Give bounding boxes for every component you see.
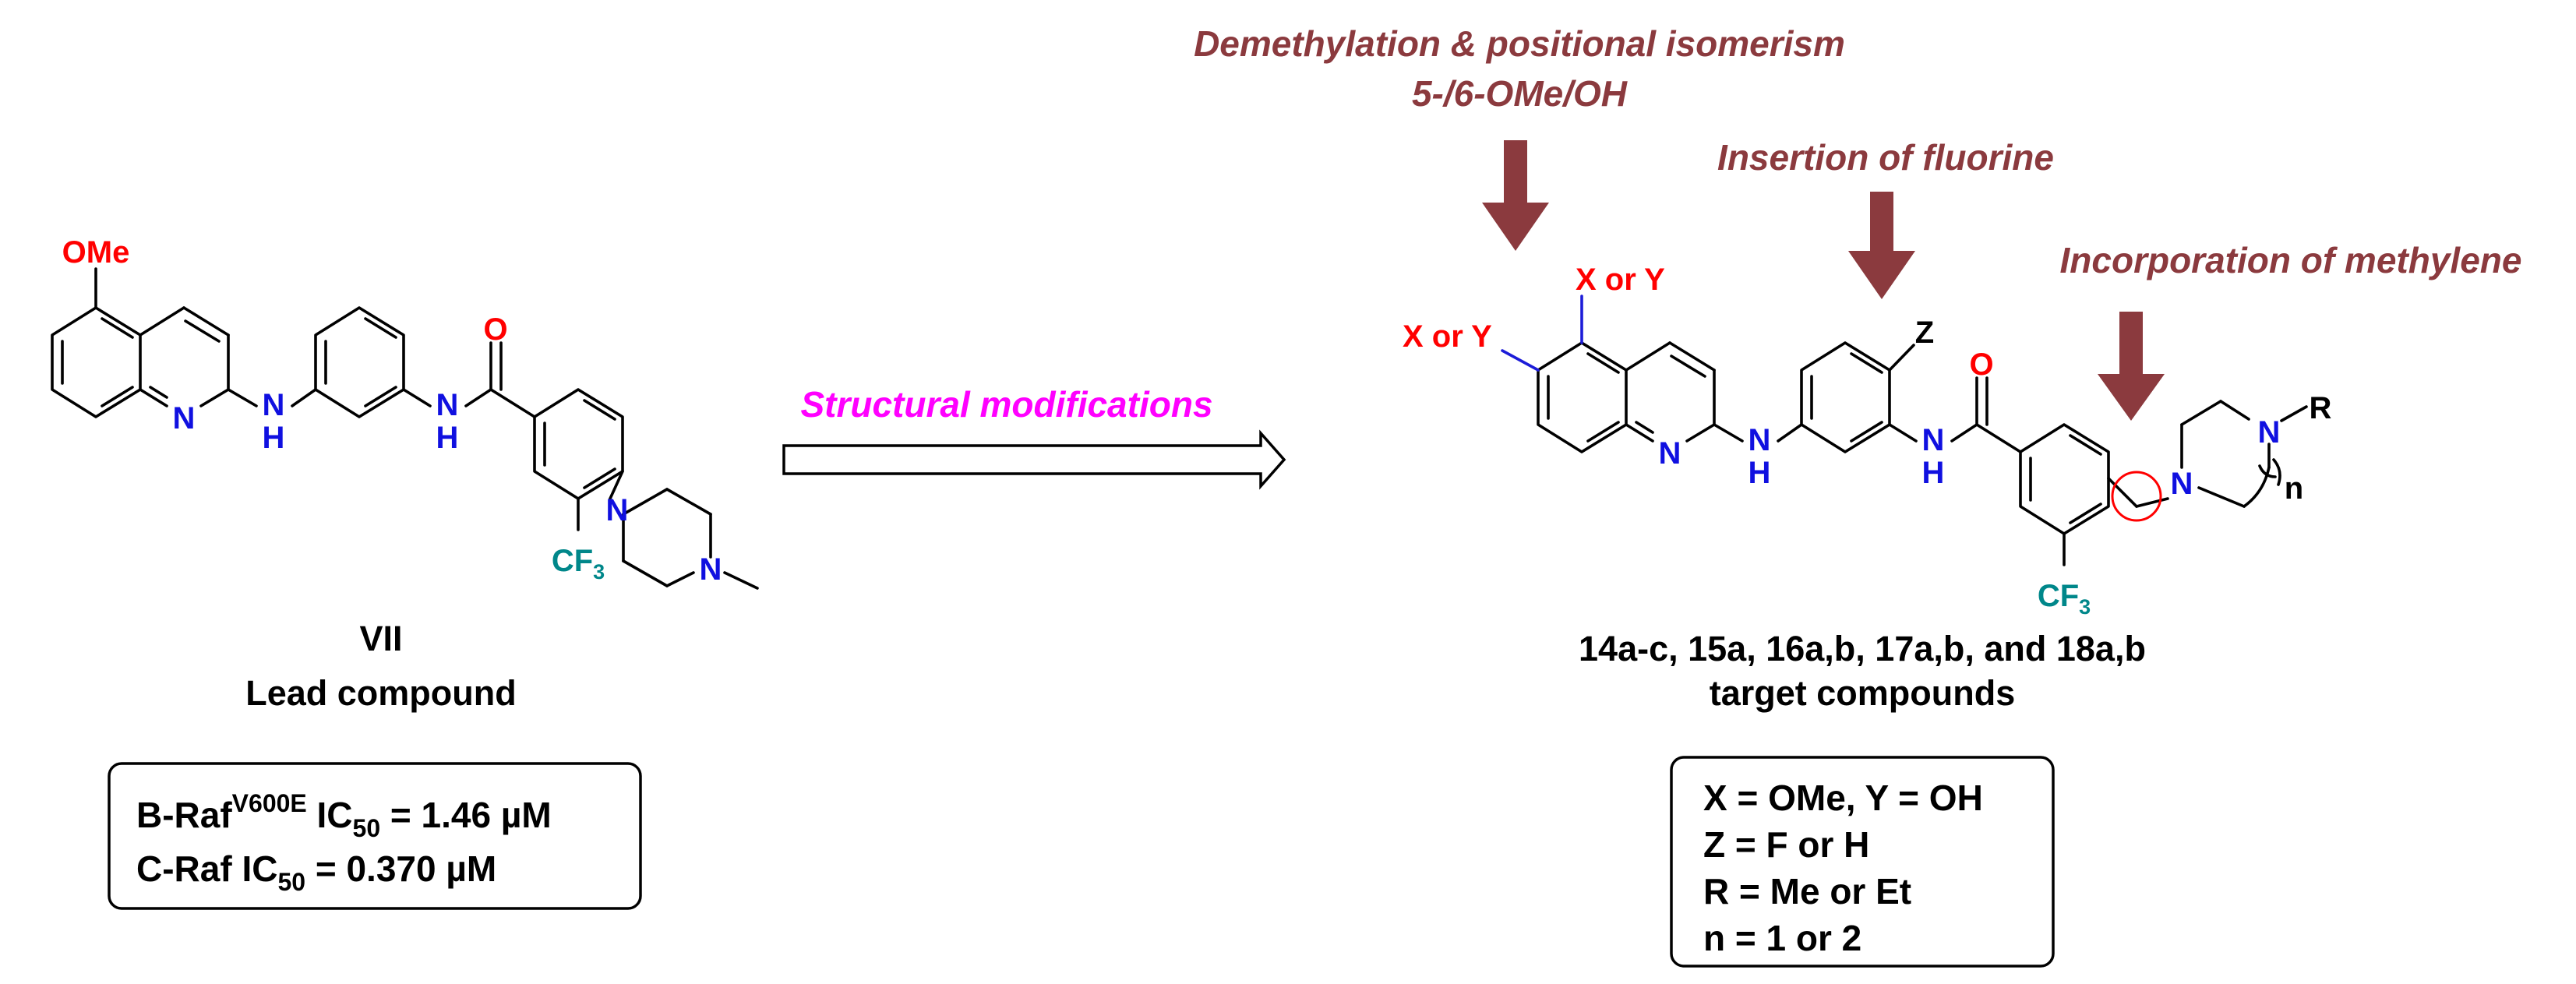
arrow-demethylation — [1482, 140, 1549, 251]
lead-activity-braf: B-RafV600E IC50 = 1.46 µM — [136, 789, 552, 842]
target-amine-n: N — [1749, 423, 1771, 457]
target-amide-h: H — [1922, 456, 1945, 490]
lead-cf3-label: CF3 — [552, 544, 605, 584]
target-definitions-box — [1670, 756, 2055, 968]
arrow-methylene — [2098, 312, 2165, 421]
definition-r: R = Me or Et — [1703, 871, 1911, 912]
annot-fluorine: Insertion of fluorine — [1717, 137, 2054, 178]
transform-arrow — [782, 429, 1286, 490]
target-piperazine-n1: N — [2171, 467, 2193, 501]
annot-positions: 5-/6-OMe/OH — [1412, 73, 1628, 114]
transform-label: Structural modifications — [800, 384, 1212, 425]
target-sub-5: X or Y — [1576, 263, 1665, 297]
target-sub-z: Z — [1915, 316, 1934, 350]
lead-carbonyl-o: O — [483, 312, 507, 347]
lead-amine-h: H — [263, 421, 285, 455]
arrow-fluorine — [1848, 192, 1915, 299]
target-sub-r: R — [2310, 391, 2332, 425]
target-carbonyl-o: O — [1969, 347, 1993, 382]
lead-id-label: VII — [359, 619, 402, 658]
definition-x-y: X = OMe, Y = OH — [1703, 778, 1983, 818]
lead-piperazine-n1: N — [606, 493, 629, 527]
target-quinoline-n: N — [1659, 436, 1681, 471]
lead-amine-n: N — [263, 388, 285, 422]
definition-n: n = 1 or 2 — [1703, 918, 1861, 958]
lead-structure — [51, 267, 759, 590]
annot-demethylation: Demethylation & positional isomerism — [1194, 23, 1845, 64]
lead-atom-labels: OMe N N H N H O CF3 N N — [62, 235, 722, 587]
target-sub-6: X or Y — [1403, 319, 1492, 354]
lead-piperazine-n4: N — [700, 552, 722, 587]
annot-methylene: Incorporation of methylene — [2060, 240, 2522, 280]
lead-quinoline-n: N — [173, 401, 196, 436]
target-piperazine-n4: N — [2258, 415, 2281, 450]
target-amide-n: N — [1922, 423, 1945, 457]
target-amine-h: H — [1749, 456, 1771, 490]
methylene-highlight — [2111, 471, 2162, 522]
target-sub-n: n — [2285, 471, 2303, 506]
target-compounds-caption: target compounds — [1710, 673, 2016, 713]
target-structure — [1501, 294, 2308, 566]
lead-ome-label: OMe — [62, 235, 130, 270]
definition-z: Z = F or H — [1703, 824, 1869, 865]
lead-activity-craf: C-Raf IC50 = 0.370 µM — [136, 848, 496, 896]
lead-amide-h: H — [436, 421, 459, 455]
lead-amide-n: N — [436, 388, 459, 422]
target-compounds-list: 14a-c, 15a, 16a,b, 17a,b, and 18a,b — [1579, 629, 2146, 668]
target-cf3-label: CF3 — [2038, 579, 2091, 619]
lead-caption: Lead compound — [245, 673, 517, 713]
target-atom-labels: X or Y X or Y N N H Z N H O CF3 N N R n — [1403, 263, 2332, 619]
lead-activity-box — [108, 762, 642, 910]
